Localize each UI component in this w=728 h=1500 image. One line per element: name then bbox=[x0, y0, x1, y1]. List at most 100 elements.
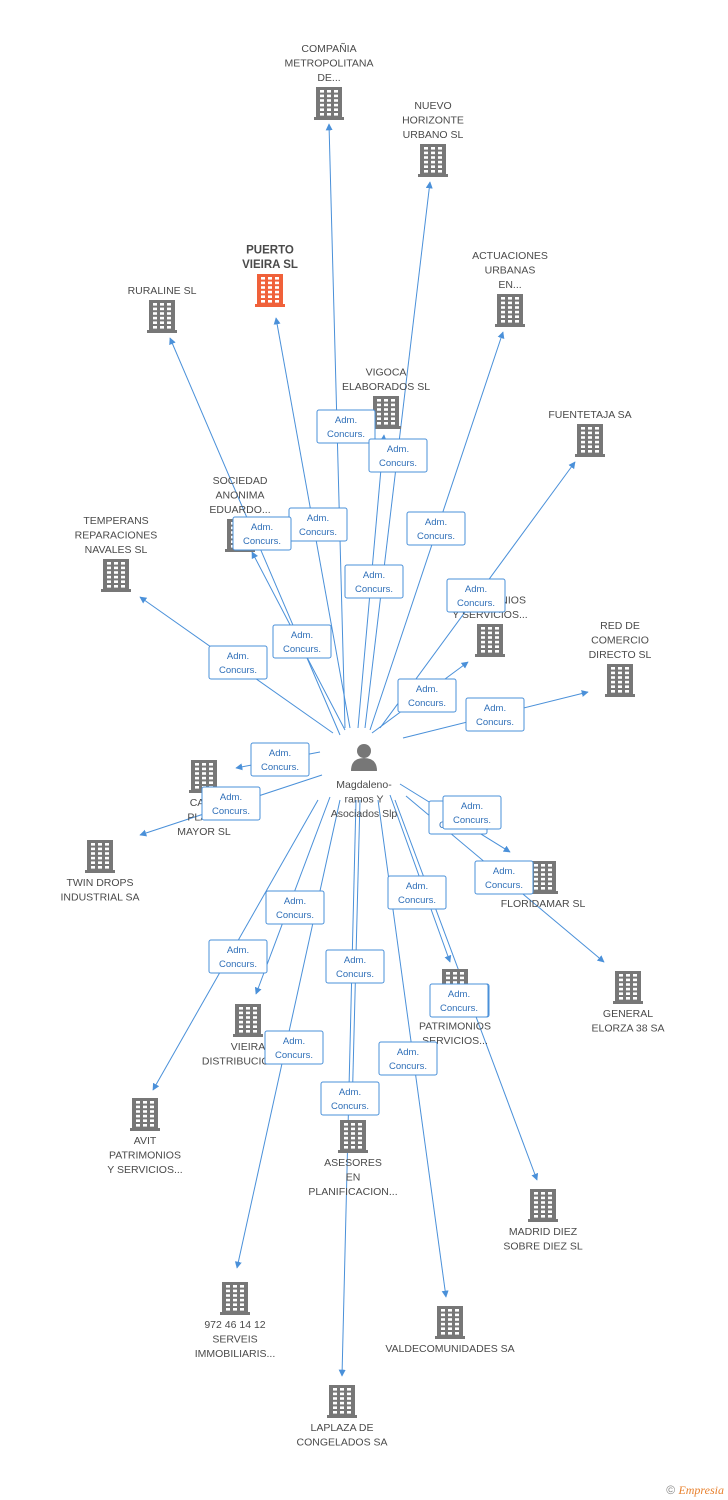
relation-label-adm-concurs[interactable]: Adm.Concurs. bbox=[387, 875, 447, 910]
relation-label-line: Concurs. bbox=[219, 665, 257, 676]
relation-label-line: Concurs. bbox=[219, 959, 257, 970]
relation-label-adm-concurs[interactable]: Adm.Concurs. bbox=[429, 983, 489, 1018]
brand-logo[interactable]: Empresia bbox=[678, 1483, 724, 1497]
relation-label-adm-concurs[interactable]: Adm. Concurs. bbox=[316, 409, 376, 444]
relation-label-adm-concurs[interactable]: Adm.Concurs. bbox=[201, 786, 261, 821]
relation-label-adm-concurs[interactable]: Adm.Concurs. bbox=[442, 795, 502, 830]
company-label: SOCIEDAD bbox=[213, 475, 268, 487]
relation-label-line: Concurs. bbox=[212, 806, 250, 817]
company-label: Y SERVICIOS... bbox=[107, 1164, 182, 1176]
building-icon bbox=[613, 971, 643, 1004]
company-node[interactable]: 972 46 14 12SERVEISIMMOBILIARIS... bbox=[195, 1282, 276, 1360]
company-node[interactable]: TEMPERANS REPARACIONES NAVALES SL bbox=[75, 515, 158, 592]
company-label: EN... bbox=[498, 279, 521, 291]
company-node[interactable]: ASESORESENPLANIFICACION... bbox=[308, 1120, 398, 1198]
relation-label-adm-concurs[interactable]: Adm.Concurs. bbox=[232, 516, 292, 551]
company-label: ACTUACIONES bbox=[472, 250, 548, 262]
company-label: TEMPERANS bbox=[83, 515, 148, 527]
relation-label-line: Concurs. bbox=[336, 969, 374, 980]
company-node[interactable]: FLORIDAMAR SL bbox=[501, 861, 586, 910]
relation-label-adm-concurs[interactable]: Adm.Concurs. bbox=[250, 742, 310, 777]
company-node[interactable]: RURALINE SL bbox=[128, 285, 197, 333]
relation-label-adm-concurs[interactable]: Adm. Concurs. bbox=[265, 890, 325, 925]
relation-label-line: Adm. bbox=[284, 896, 306, 907]
company-label: PATRIMONIOS bbox=[419, 1021, 491, 1033]
relation-label-adm-concurs[interactable]: Adm.Concurs. bbox=[208, 645, 268, 680]
relation-label-line: Adm. bbox=[465, 584, 487, 595]
company-label: REPARACIONES bbox=[75, 530, 158, 542]
building-icon bbox=[435, 1306, 465, 1339]
relation-label-adm-concurs[interactable]: Adm.Concurs. bbox=[406, 511, 466, 546]
building-icon bbox=[130, 1098, 160, 1131]
relation-label-adm-concurs[interactable]: Adm.Concurs. bbox=[474, 860, 534, 895]
relation-label-line: Adm. bbox=[335, 415, 357, 426]
company-label: NUEVO bbox=[414, 100, 451, 112]
company-label: COMPAÑIA bbox=[301, 42, 356, 55]
relation-label-adm-concurs[interactable]: Adm.Concurs. bbox=[264, 1030, 324, 1065]
person-label: Magdaleno- bbox=[336, 779, 392, 791]
building-icon bbox=[314, 87, 344, 120]
relation-label-adm-concurs[interactable]: Adm.Concurs. bbox=[344, 564, 404, 599]
building-icon bbox=[101, 559, 131, 592]
relation-label-line: Concurs. bbox=[417, 531, 455, 542]
company-label: SERVEIS bbox=[212, 1334, 257, 1346]
company-label: INDUSTRIAL SA bbox=[61, 892, 140, 904]
relation-label-adm-concurs[interactable]: Adm.Concurs. bbox=[208, 939, 268, 974]
company-node[interactable]: COMPAÑIAMETROPOLITANADE... bbox=[284, 42, 374, 120]
company-label: PLANIFICACION... bbox=[308, 1186, 397, 1198]
relation-label-adm-concurs[interactable]: Adm.Concurs. bbox=[446, 578, 506, 613]
company-label: ELORZA 38 SA bbox=[592, 1023, 665, 1035]
company-node[interactable]: ACTUACIONES URBANAS EN... bbox=[472, 250, 548, 327]
company-label: COMERCIO bbox=[591, 635, 649, 647]
relation-label-adm-concurs[interactable]: Adm.Concurs. bbox=[320, 1081, 380, 1116]
relation-label-line: Concurs. bbox=[379, 458, 417, 469]
company-label: FUENTETAJA SA bbox=[548, 409, 631, 421]
relation-label-line: Concurs. bbox=[440, 1003, 478, 1014]
company-label: CONGELADOS SA bbox=[296, 1437, 387, 1449]
building-icon bbox=[418, 144, 448, 177]
relation-label-adm-concurs[interactable]: Adm.Concurs. bbox=[368, 438, 428, 473]
company-label: DIRECTO SL bbox=[589, 649, 652, 661]
building-icon bbox=[255, 274, 285, 307]
company-label: ELABORADOS SL bbox=[342, 381, 430, 393]
building-icon bbox=[475, 624, 505, 657]
company-label: DE... bbox=[317, 72, 340, 84]
relation-label-adm-concurs[interactable]: Adm.Concurs. bbox=[272, 624, 332, 659]
building-icon bbox=[338, 1120, 368, 1153]
relation-label-adm-concurs[interactable]: Adm.Concurs. bbox=[465, 697, 525, 732]
company-label: FLORIDAMAR SL bbox=[501, 898, 586, 910]
relation-label-adm-concurs[interactable]: Adm.Concurs. bbox=[325, 949, 385, 984]
company-label: HORIZONTE bbox=[402, 115, 464, 127]
relation-label-adm-concurs[interactable]: Adm.Concurs. bbox=[397, 678, 457, 713]
company-label: SERVICIOS... bbox=[422, 1035, 488, 1047]
company-label: VIEIRA bbox=[231, 1041, 265, 1053]
relation-label-adm-concurs[interactable]: Adm.Concurs. bbox=[288, 507, 348, 542]
relation-label-line: Concurs. bbox=[327, 429, 365, 440]
company-label: VIEIRA SL bbox=[242, 259, 298, 271]
person-icon bbox=[351, 744, 377, 771]
company-label: URBANAS bbox=[485, 265, 536, 277]
company-label: URBANO SL bbox=[403, 129, 464, 141]
company-label: IMMOBILIARIS... bbox=[195, 1348, 276, 1360]
company-node[interactable]: FUENTETAJA SA bbox=[548, 409, 632, 457]
relation-label-line: Adm. bbox=[406, 881, 428, 892]
relation-label-adm-concurs[interactable]: Adm.Concurs. bbox=[378, 1041, 438, 1076]
building-icon bbox=[220, 1282, 250, 1315]
relation-label-line: Adm. bbox=[397, 1047, 419, 1058]
relation-label-line: Concurs. bbox=[276, 910, 314, 921]
relation-label-line: Concurs. bbox=[261, 762, 299, 773]
company-label: NAVALES SL bbox=[85, 544, 148, 556]
company-node[interactable]: NUEVO HORIZONTE URBANO SL bbox=[402, 100, 464, 177]
company-label: ANONIMA bbox=[215, 490, 264, 502]
company-node[interactable]: VALDECOMUNIDADES SA bbox=[385, 1306, 515, 1355]
